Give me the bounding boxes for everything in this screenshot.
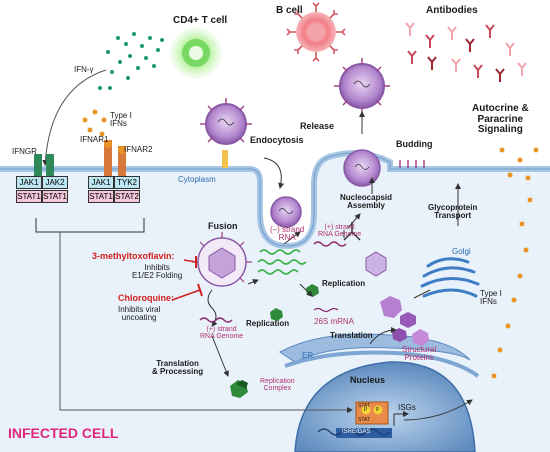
fusion-label: Fusion	[208, 221, 238, 231]
t-cell-label: CD4+ T cell	[173, 15, 228, 26]
cytoplasm-region	[0, 155, 550, 452]
budding-virion	[343, 149, 381, 187]
ifngr-receptor	[34, 154, 54, 176]
type1-ifns-right-label: Type I IFNs	[480, 289, 502, 307]
replication-mid-label: Replication	[246, 319, 290, 328]
infected-cell-label: INFECTED CELL	[8, 425, 119, 441]
autocrine-label: Autocrine & Paracrine Signaling	[472, 103, 529, 135]
antibodies-label: Antibodies	[426, 5, 478, 16]
budding-label: Budding	[396, 139, 433, 149]
golgi-label: Golgi	[452, 247, 471, 256]
golgi-apparatus	[420, 257, 480, 298]
replication-complex-label: Replication Complex	[260, 378, 295, 393]
stat1-box-c: STAT1	[88, 190, 114, 203]
nucleocapsid	[365, 251, 387, 277]
release-label: Release	[300, 121, 335, 131]
tyk2-box: TYK2	[114, 176, 140, 189]
secreted-ifn-dots	[491, 147, 539, 379]
drug1-effect: Inhibits E1/E2 Folding	[132, 263, 183, 281]
replication-complex	[230, 284, 319, 398]
released-virion	[334, 58, 390, 114]
type1-ifn-dots	[82, 109, 107, 137]
stat1-box-a: STAT1	[16, 190, 42, 203]
stat1-box-b: STAT1	[42, 190, 68, 203]
ifn-gamma-label: IFN-γ	[74, 65, 94, 74]
entering-virion	[200, 98, 252, 145]
drug2-effect: Inhibits viral uncoating	[118, 305, 161, 323]
isre-label: ISRE/GAS	[342, 429, 371, 435]
fusion-virion	[192, 232, 252, 287]
plus-rna-left	[199, 317, 233, 323]
jak1-box-b: JAK1	[88, 176, 114, 189]
glycoprotein-label: Glycoprotein Transport	[428, 203, 478, 221]
drug1-name: 3-methyltoxoflavin:	[92, 251, 175, 261]
minus-strand-label: (–) strand RNA	[270, 225, 305, 243]
nucleocapsid-label: Nucleocapsid Assembly	[340, 193, 393, 211]
plus-rna-top	[313, 241, 347, 247]
type1-ifns-label: Type I IFNs	[110, 111, 132, 129]
er-label: ER	[302, 351, 314, 360]
nucleus-label: Nucleus	[350, 375, 386, 385]
endosome-virion	[270, 196, 302, 228]
antibodies-cluster	[405, 22, 527, 82]
structural-proteins	[380, 296, 429, 346]
ifnar-receptor	[104, 140, 126, 176]
stat-b-label: STAT	[358, 417, 371, 423]
jak2-box: JAK2	[42, 176, 68, 189]
ifn-gamma-dots	[98, 32, 164, 90]
stat-a-label: STAT	[358, 403, 371, 409]
plus-strand-top-label: (+) strand RNA Genome	[318, 224, 362, 239]
b-cell-label: B cell	[276, 5, 303, 16]
drug2-name: Chloroquine:	[118, 293, 174, 303]
ifnar2-label: IFNAR2	[124, 145, 153, 154]
p-b-label: P	[376, 407, 380, 413]
mrna-26s	[313, 307, 339, 313]
ifngr-label: IFNGR	[12, 147, 37, 156]
ifnar1-label: IFNAR1	[80, 135, 109, 144]
cytoplasm-label: Cytoplasm	[178, 175, 216, 184]
stat2-box: STAT2	[114, 190, 140, 203]
mrna-26s-label: 26S mRNA	[314, 317, 355, 326]
plus-strand-left-label: (+) strand RNA Genome	[200, 326, 244, 341]
replication-top-label: Replication	[322, 279, 366, 288]
translation-label: Translation	[330, 331, 373, 340]
translation-processing-label: Translation & Processing	[152, 359, 204, 377]
isgs-label: ISGs	[398, 403, 416, 412]
minus-rna	[259, 249, 301, 255]
endocytosis-label: Endocytosis	[250, 135, 304, 145]
p-a-label: P	[364, 407, 368, 413]
structural-proteins-label: Structural Proteins	[402, 345, 437, 363]
dna-strand	[317, 428, 391, 436]
jak1-box-a: JAK1	[16, 176, 42, 189]
